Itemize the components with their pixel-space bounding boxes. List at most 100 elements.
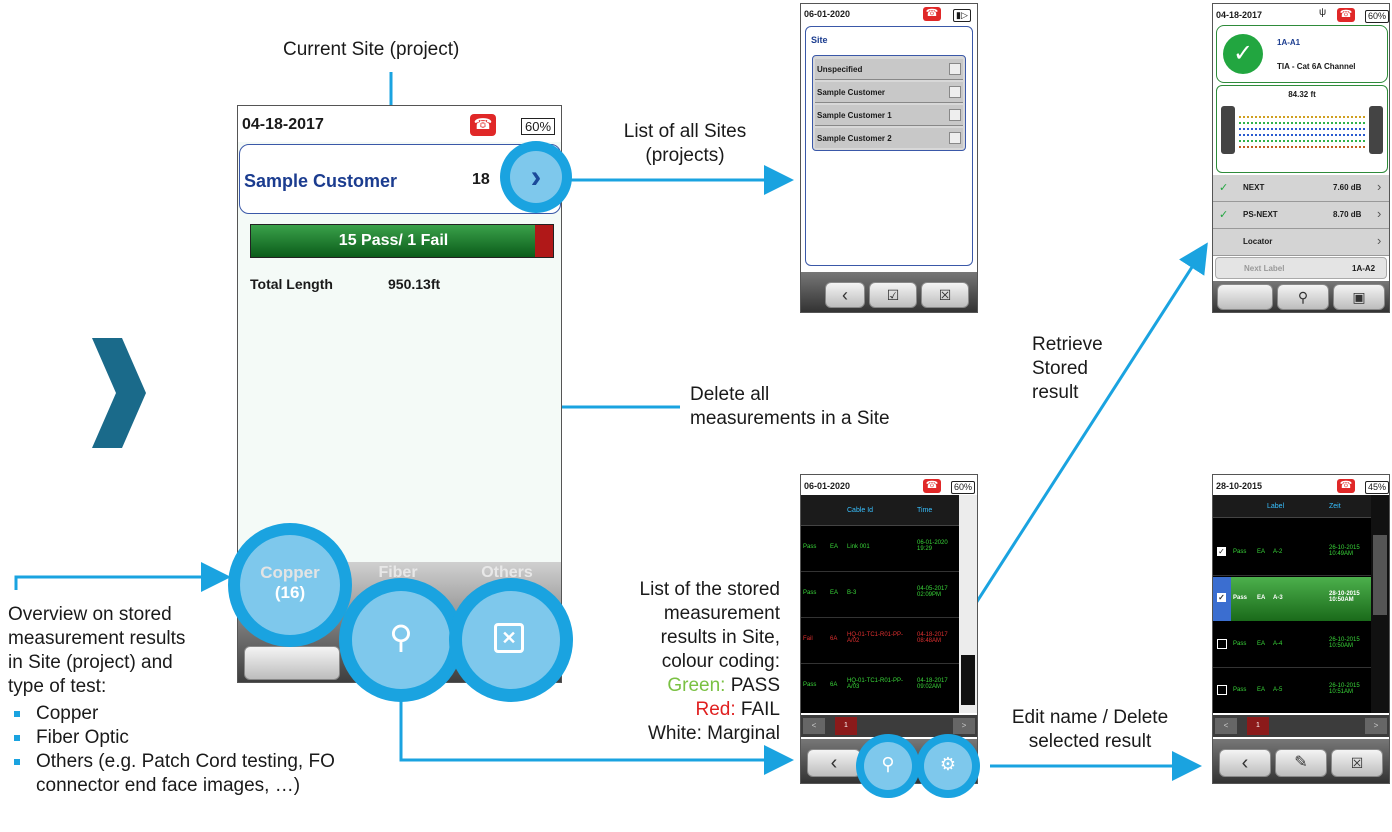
- site-box[interactable]: Sample Customer 18: [239, 144, 561, 214]
- save-button[interactable]: ▣: [1333, 284, 1385, 310]
- red-legend: Red: FAIL: [600, 698, 781, 722]
- delete-all-callout: Delete all measurements in a Site: [690, 383, 890, 431]
- bullet-item: Others (e.g. Patch Cord testing, FO: [14, 750, 335, 774]
- scrollbar[interactable]: [959, 495, 977, 713]
- back-button[interactable]: ‹: [807, 749, 861, 777]
- next-page-button[interactable]: >: [953, 718, 975, 734]
- table-row[interactable]: Pass 6A HQ-01-TC1-R01-PP-A/03 04-18-2017…: [801, 664, 959, 709]
- result-row[interactable]: Locator ›: [1213, 229, 1389, 256]
- table-row[interactable]: ✓ Pass EA A-2 26-10-2015 10:49AM: [1213, 531, 1371, 576]
- col-time: Zeit: [1329, 503, 1341, 510]
- list-settings-highlight[interactable]: ⚙: [916, 734, 980, 798]
- select-all-button[interactable]: ☑: [869, 282, 917, 308]
- check-icon: ✓: [1219, 182, 1229, 194]
- pass-fail-text: 15 Pass/ 1 Fail: [338, 232, 449, 249]
- edit-battery: 45%: [1365, 481, 1389, 494]
- checkbox-icon[interactable]: [949, 132, 961, 144]
- copper-tab-inner: [240, 535, 340, 635]
- row-time: 06-01-2020 19:29: [917, 540, 948, 552]
- next-page-button[interactable]: >: [1365, 718, 1387, 734]
- table-row-selected[interactable]: ✓ Pass EA A-3 28-10-2015 10:50AM: [1213, 577, 1371, 621]
- table-row[interactable]: Pass EA A-5 26-10-2015 10:51AM: [1213, 669, 1371, 713]
- edit-phone-icon: ☎: [1337, 479, 1355, 493]
- bullet-text: Copper: [36, 703, 99, 724]
- bullet-text: Others (e.g. Patch Cord testing, FO: [36, 751, 335, 772]
- delete-button[interactable]: ☒: [921, 282, 969, 308]
- search-button-highlight[interactable]: ⚲: [339, 578, 463, 702]
- row-time: 26-10-2015 10:50AM: [1329, 637, 1360, 649]
- result-row-name: PS-NEXT: [1243, 210, 1278, 219]
- list-date: 06-01-2020: [804, 481, 851, 491]
- next-arrow-highlight[interactable]: ›: [500, 141, 572, 213]
- table-row[interactable]: Pass EA B-3 04-05-2017 02:09PM: [801, 572, 959, 618]
- site-item[interactable]: Sample Customer: [815, 82, 963, 103]
- tab-others-label: Others: [481, 564, 533, 581]
- callout-line: Delete all: [690, 384, 770, 405]
- checkbox-icon[interactable]: [949, 86, 961, 98]
- row-id: HQ-01-TC1-R01-PP-A/03: [847, 678, 904, 690]
- back-button[interactable]: ‹: [825, 282, 865, 308]
- edit-scrollbar[interactable]: [1371, 495, 1389, 713]
- row-label: A-2: [1273, 549, 1283, 555]
- edit-table: Label Zeit ✓ Pass EA A-2 26-10-2015 10:4…: [1213, 495, 1389, 713]
- copper-tab-highlight[interactable]: Copper (16): [228, 523, 352, 647]
- search-icon: ⚲: [389, 619, 413, 655]
- site-panel: Site Unspecified Sample Customer Sample …: [805, 26, 973, 266]
- delete-all-highlight[interactable]: ✕: [449, 578, 573, 702]
- site-item[interactable]: Sample Customer 1: [815, 105, 963, 126]
- checkbox-icon[interactable]: [949, 109, 961, 121]
- list-sites-callout: List of all Sites (projects): [600, 120, 770, 168]
- row-status: Fail: [803, 636, 813, 642]
- table-row[interactable]: Pass EA A-4 26-10-2015 10:50AM: [1213, 623, 1371, 668]
- site-item[interactable]: Unspecified: [815, 59, 963, 80]
- site-screen-date: 06-01-2020: [804, 9, 851, 19]
- bullet-list: Copper Fiber Optic Others (e.g. Patch Co…: [14, 702, 335, 798]
- result-row[interactable]: ✓ NEXT 7.60 dB ›: [1213, 175, 1389, 202]
- battery-indicator: 60%: [521, 118, 556, 135]
- edit-button[interactable]: ✎: [1275, 749, 1327, 777]
- checkbox-checked[interactable]: ✓: [1217, 593, 1226, 602]
- search-button-inner: [352, 591, 450, 689]
- list-table: Cable Id Time Pass EA Link 001 06-01-202…: [801, 495, 977, 713]
- site-item[interactable]: Sample Customer 2: [815, 128, 963, 148]
- prev-page-button[interactable]: <: [803, 718, 825, 734]
- col-cable-id: Cable Id: [847, 507, 874, 514]
- delete-button[interactable]: ☒: [1331, 749, 1383, 777]
- search-button[interactable]: ⚲: [1277, 284, 1329, 310]
- delete-all-icon: ✕: [494, 623, 524, 653]
- checkbox-icon[interactable]: [949, 63, 961, 75]
- checkbox-checked[interactable]: ✓: [1217, 547, 1226, 556]
- result-row[interactable]: ✓ PS-NEXT 8.70 dB ›: [1213, 202, 1389, 229]
- tab-copper-count: (16): [274, 583, 306, 602]
- scrollbar-thumb: [961, 655, 975, 705]
- blank-button[interactable]: [1217, 284, 1273, 310]
- row-status: Pass: [803, 590, 817, 596]
- result-date: 04-18-2017: [1216, 10, 1263, 20]
- tab-fiber-label: Fiber: [378, 564, 418, 581]
- tab-copper-label: Copper: [260, 563, 320, 582]
- page-number[interactable]: 1: [835, 717, 857, 735]
- table-header: Cable Id Time: [801, 495, 959, 526]
- checkbox[interactable]: [1217, 685, 1227, 695]
- edit-pager: < 1 >: [1213, 715, 1389, 737]
- row-time: 04-05-2017 02:09PM: [917, 586, 948, 598]
- callout-line: in Site (project) and: [8, 652, 173, 673]
- prev-page-button[interactable]: <: [1215, 718, 1237, 734]
- page-number[interactable]: 1: [1247, 717, 1269, 735]
- list-search-highlight[interactable]: ⚲: [856, 734, 920, 798]
- table-row[interactable]: Pass EA Link 001 06-01-2020 19:29: [801, 526, 959, 572]
- toolbar-blank-button[interactable]: [244, 646, 340, 680]
- site-count: 18: [472, 171, 490, 188]
- row-cat: 6A: [830, 682, 838, 688]
- result-battery: 60%: [1365, 10, 1389, 23]
- next-label-row[interactable]: Next Label 1A-A2: [1215, 257, 1387, 279]
- table-row[interactable]: Fail 6A HQ-01-TC1-R01-PP-A/02 04-18-2017…: [801, 618, 959, 664]
- checkbox[interactable]: [1217, 639, 1227, 649]
- wire-pair: [1239, 134, 1365, 136]
- callout-line: colour coding:: [661, 651, 780, 672]
- callout-line: measurement results: [8, 628, 186, 649]
- bullet-text: Fiber Optic: [36, 727, 129, 748]
- delete-all-inner: [462, 591, 560, 689]
- back-button[interactable]: ‹: [1219, 749, 1271, 777]
- bullet-icon: [14, 710, 20, 717]
